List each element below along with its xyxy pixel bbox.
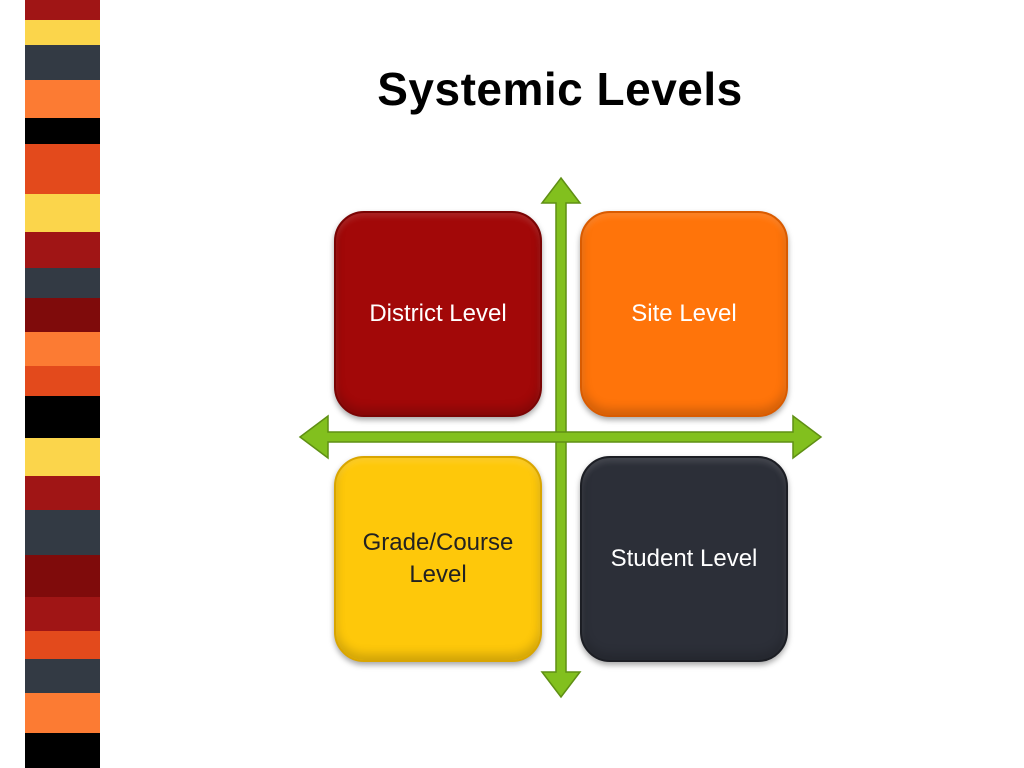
quadrant-label-line: Grade/Course — [362, 529, 514, 556]
quadrant-label-line: Level — [409, 561, 467, 588]
horizontal-double-arrow — [298, 414, 823, 460]
stripe-segment — [25, 510, 100, 555]
quadrant-label-line: District Level — [369, 300, 507, 327]
stripe-segment — [25, 118, 100, 144]
quadrant-label-line: Student Level — [610, 545, 758, 572]
stripe-segment — [25, 597, 100, 631]
stripe-segment — [25, 396, 100, 438]
stripe-segment — [25, 366, 100, 396]
stripe-segment — [25, 631, 100, 659]
stripe-segment — [25, 80, 100, 118]
stripe-segment — [25, 194, 100, 232]
stripe-segment — [25, 45, 100, 80]
quadrant-label-line: Site Level — [631, 300, 737, 327]
quadrant-district-level: District Level — [334, 211, 542, 417]
stripe-segment — [25, 20, 100, 45]
stripe-segment — [25, 659, 100, 693]
decorative-stripe-bar — [25, 0, 100, 768]
stripe-segment — [25, 693, 100, 733]
stripe-segment — [25, 144, 100, 194]
quadrant-grade-course-level: Grade/Course Level — [334, 456, 542, 662]
quadrant-student-level: Student Level — [580, 456, 788, 662]
stripe-segment — [25, 332, 100, 366]
stripe-segment — [25, 438, 100, 476]
stripe-segment — [25, 298, 100, 332]
stripe-segment — [25, 733, 100, 768]
stripe-segment — [25, 0, 100, 20]
quadrant-site-level: Site Level — [580, 211, 788, 417]
stripe-segment — [25, 232, 100, 268]
stripe-segment — [25, 268, 100, 298]
slide-title: Systemic Levels — [377, 63, 743, 115]
stripe-segment — [25, 555, 100, 597]
stripe-segment — [25, 476, 100, 510]
